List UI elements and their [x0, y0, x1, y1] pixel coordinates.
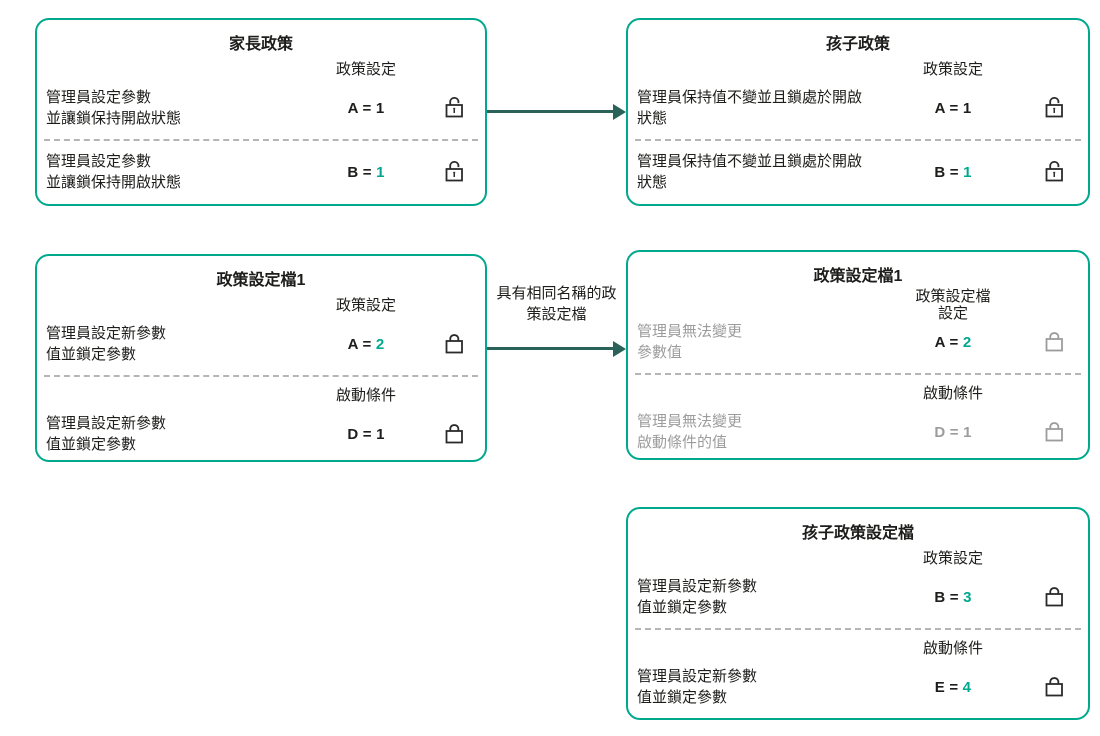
dashed-divider: [635, 139, 1081, 141]
box-parent-policy: 家長政策 政策設定 管理員設定參數 並讓鎖保持開啟狀態 A = 1 管理員設定參…: [35, 18, 487, 206]
column-header: 啟動條件: [922, 384, 983, 402]
policy-setting-row: 管理員設定參數 並讓鎖保持開啟狀態 A = 1: [37, 82, 485, 134]
param-number: 1: [963, 423, 972, 441]
arrow-head-icon: [613, 104, 626, 120]
param-name: A =: [347, 99, 376, 117]
arrow-line: [487, 347, 616, 350]
param-name: D =: [934, 423, 964, 441]
lock-open-icon: [1043, 159, 1066, 185]
param-value: E = 4: [886, 679, 1020, 696]
row-description: 管理員保持值不變並且鎖處於開啟 狀態: [637, 89, 863, 127]
column-header: 政策設定: [335, 296, 396, 314]
policy-setting-row: 管理員無法變更 參數值 A = 2: [628, 316, 1088, 368]
param-number: 2: [375, 335, 385, 353]
param-value: A = 2: [309, 336, 423, 353]
param-number: 1: [375, 99, 385, 117]
dashed-divider: [44, 139, 478, 141]
arrow-profile-to-profile: [487, 341, 626, 357]
param-value: D = 1: [309, 426, 423, 443]
lock-open-icon: [443, 95, 466, 121]
param-value: B = 3: [886, 589, 1020, 606]
policy-setting-row: 管理員保持值不變並且鎖處於開啟 狀態 B = 1: [628, 146, 1088, 198]
section-header-row: 政策設定檔 設定: [628, 288, 1088, 322]
box-child-policy: 孩子政策 政策設定 管理員保持值不變並且鎖處於開啟 狀態 A = 1 管理員保持…: [626, 18, 1090, 206]
param-value: B = 1: [886, 164, 1020, 181]
param-name: D =: [347, 425, 377, 443]
column-header: 政策設定檔 設定: [915, 288, 991, 322]
param-number: 1: [963, 163, 972, 181]
box-title: 政策設定檔1: [813, 268, 903, 285]
param-name: E =: [934, 678, 963, 696]
policy-setting-row: 管理員設定新參數 值並鎖定參數 D = 1: [37, 408, 485, 460]
row-description: 管理員保持值不變並且鎖處於開啟 狀態: [637, 153, 863, 191]
section-header-row: 政策設定: [628, 545, 1088, 571]
param-number: 4: [962, 678, 972, 696]
box-policy-profile-1-child: 政策設定檔1 政策設定檔 設定 管理員無法變更 參數值 A = 2 啟動條件 管…: [626, 250, 1090, 460]
box-title: 孩子政策: [825, 36, 890, 53]
section-header-row: 政策設定: [37, 56, 485, 82]
box-policy-profile-1-parent: 政策設定檔1 政策設定 管理員設定新參數 值並鎖定參數 A = 2 啟動條件 管…: [35, 254, 487, 462]
row-description: 管理員設定參數 並讓鎖保持開啟狀態: [46, 153, 182, 191]
policy-setting-row: 管理員設定新參數 值並鎖定參數 E = 4: [628, 661, 1088, 713]
param-value: A = 1: [309, 100, 423, 117]
row-description: 管理員無法變更 啟動條件的值: [637, 413, 743, 451]
column-header: 政策設定: [335, 60, 396, 78]
row-description: 管理員無法變更 參數值: [637, 323, 743, 361]
lock-closed-icon: [1043, 584, 1066, 610]
arrow-line: [487, 110, 616, 113]
box-title: 政策設定檔1: [216, 272, 306, 289]
param-number: 2: [962, 333, 972, 351]
arrow-parent-to-child: [487, 104, 626, 120]
policy-setting-row: 管理員設定新參數 值並鎖定參數 A = 2: [37, 318, 485, 370]
section-header-row: 啟動條件: [628, 635, 1088, 661]
column-header: 啟動條件: [335, 386, 396, 404]
dashed-divider: [635, 628, 1081, 630]
dashed-divider: [635, 373, 1081, 375]
policy-setting-row: 管理員無法變更 啟動條件的值 D = 1: [628, 406, 1088, 458]
param-name: B =: [934, 163, 964, 181]
param-number: 1: [376, 425, 385, 443]
param-number: 3: [963, 588, 972, 606]
box-title: 孩子政策設定檔: [801, 525, 914, 542]
lock-open-icon: [1043, 95, 1066, 121]
param-number: 1: [376, 163, 385, 181]
param-name: B =: [934, 588, 964, 606]
param-name: A =: [934, 333, 963, 351]
arrow-label: 具有相同名稱的政 策設定檔: [496, 285, 617, 323]
param-name: B =: [347, 163, 377, 181]
row-description: 管理員設定新參數 值並鎖定參數: [637, 578, 758, 616]
lock-closed-icon: [1043, 419, 1066, 445]
param-value: A = 1: [886, 100, 1020, 117]
lock-open-icon: [443, 159, 466, 185]
row-description: 管理員設定參數 並讓鎖保持開啟狀態: [46, 89, 182, 127]
policy-setting-row: 管理員設定參數 並讓鎖保持開啟狀態 B = 1: [37, 146, 485, 198]
param-value: D = 1: [886, 424, 1020, 441]
column-header: 政策設定: [922, 60, 983, 78]
arrow-head-icon: [613, 341, 626, 357]
param-name: A =: [347, 335, 376, 353]
param-value: A = 2: [886, 334, 1020, 351]
policy-setting-row: 管理員設定新參數 值並鎖定參數 B = 3: [628, 571, 1088, 623]
policy-setting-row: 管理員保持值不變並且鎖處於開啟 狀態 A = 1: [628, 82, 1088, 134]
param-value: B = 1: [309, 164, 423, 181]
lock-closed-icon: [443, 421, 466, 447]
row-description: 管理員設定新參數 值並鎖定參數: [637, 668, 758, 706]
row-description: 管理員設定新參數 值並鎖定參數: [46, 415, 167, 453]
section-header-row: 政策設定: [628, 56, 1088, 82]
lock-closed-icon: [443, 331, 466, 357]
param-number: 1: [962, 99, 972, 117]
dashed-divider: [44, 375, 478, 377]
param-name: A =: [934, 99, 963, 117]
row-description: 管理員設定新參數 值並鎖定參數: [46, 325, 167, 363]
section-header-row: 政策設定: [37, 292, 485, 318]
lock-closed-icon: [1043, 329, 1066, 355]
column-header: 政策設定: [922, 549, 983, 567]
box-child-policy-profile: 孩子政策設定檔 政策設定 管理員設定新參數 值並鎖定參數 B = 3 啟動條件 …: [626, 507, 1090, 720]
box-title: 家長政策: [228, 36, 293, 53]
section-header-row: 啟動條件: [37, 382, 485, 408]
lock-closed-icon: [1043, 674, 1066, 700]
section-header-row: 啟動條件: [628, 380, 1088, 406]
column-header: 啟動條件: [922, 639, 983, 657]
